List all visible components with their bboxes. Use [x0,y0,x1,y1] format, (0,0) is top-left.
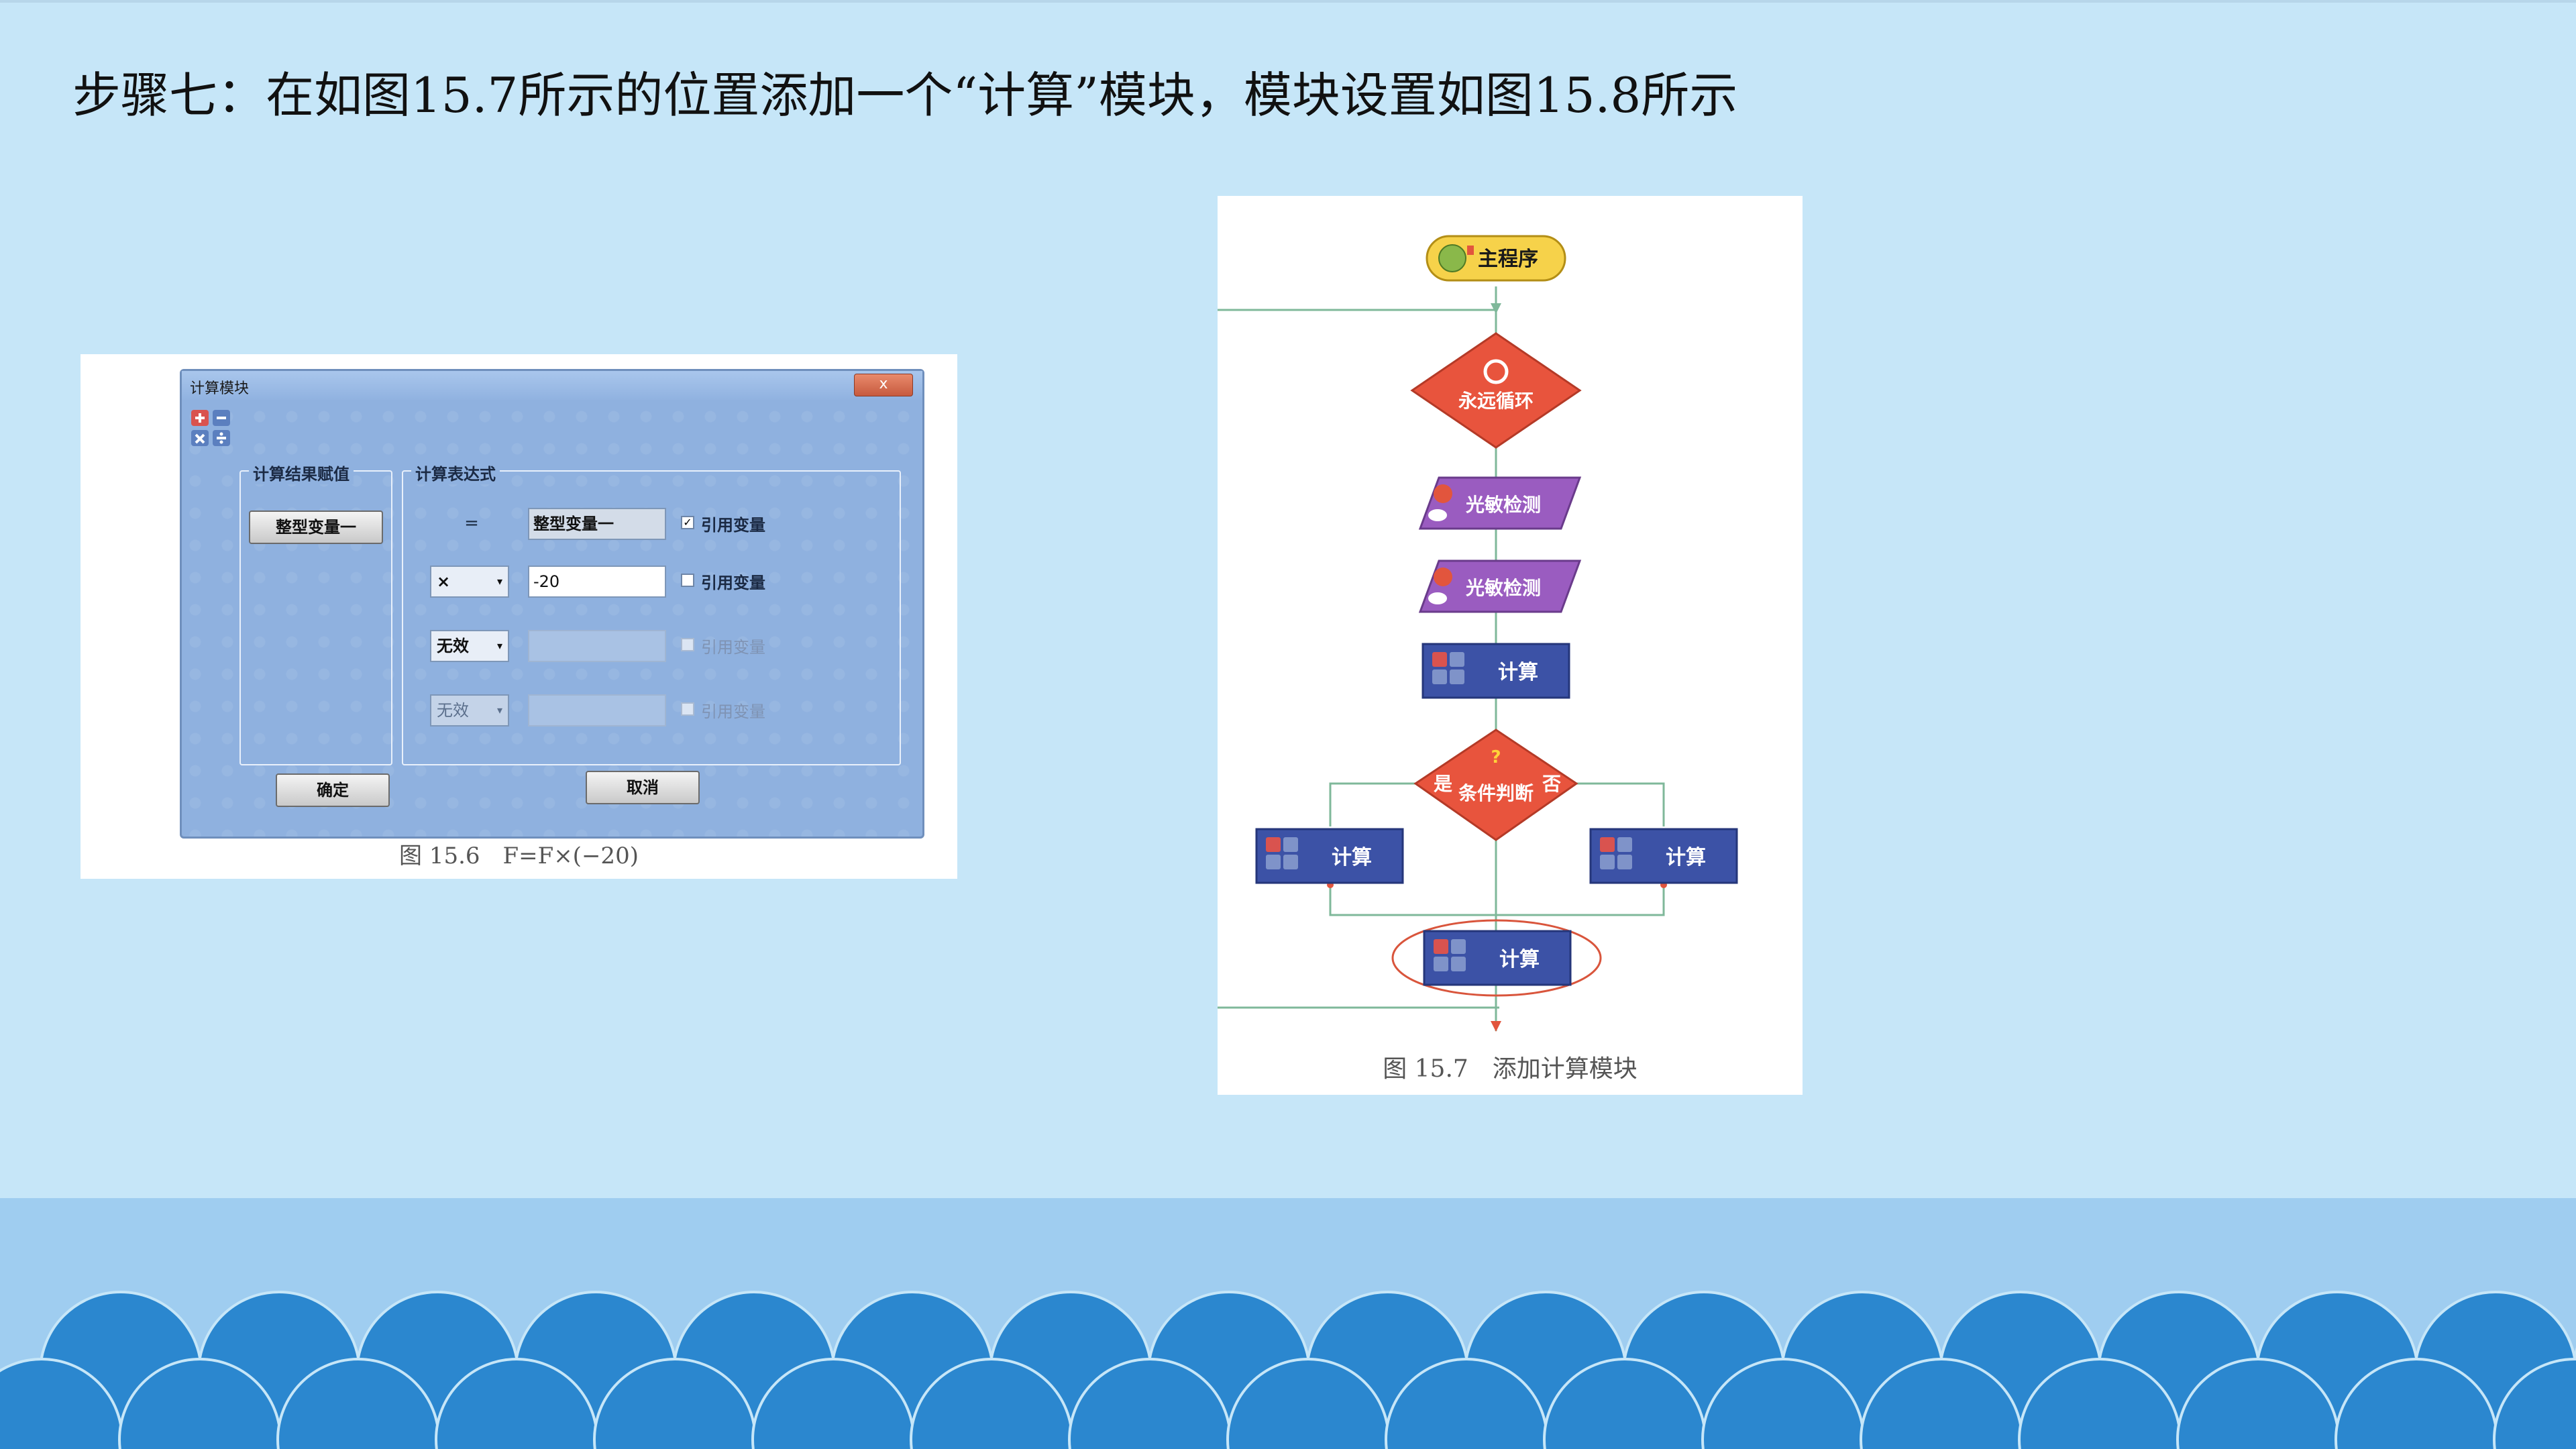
highlight-ellipse [1391,919,1602,997]
ok-button[interactable]: 确定 [276,773,390,807]
expr-operand-1: 整型变量一 [528,508,666,540]
figure-15-7: 主程序 永远循环 光敏检测 光敏检测 [1218,196,1803,1095]
loop-icon [1483,359,1509,384]
cond-label: 条件判断 [1458,782,1534,804]
sensor-icon [1434,568,1452,586]
calc-left-label: 计算 [1332,846,1372,869]
expr-operand-4 [528,694,666,727]
calc-right-label: 计算 [1666,846,1706,869]
calc-block-1[interactable]: 计算 [1421,643,1570,699]
dropdown-caret-icon: ▾ [496,704,502,716]
end-arrow-icon [1491,1021,1501,1032]
ref-var-checkbox-4 [681,702,694,716]
eye-icon [1428,509,1447,521]
light-sensor-block-1[interactable]: 光敏检测 [1418,476,1582,530]
expression-group-label: 计算表达式 [411,461,500,484]
ref-var-label-4: 引用变量 [701,702,765,721]
figure-15-7-caption: 图 15.7 添加计算模块 [1383,1055,1638,1083]
yes-label: 是 [1434,773,1452,795]
result-assignment-group: 计算结果赋值 整型变量一 [239,461,392,765]
calc-block-added[interactable]: 计算 [1391,919,1602,997]
operator-value-2: × [437,572,451,591]
merge-line [1329,883,1665,916]
start-label: 主程序 [1478,248,1538,271]
sensor2-label: 光敏检测 [1465,577,1541,599]
figure-15-6-caption: 图 15.6 F=F×(−20) [399,843,639,869]
result-variable-button[interactable]: 整型变量一 [249,511,383,544]
ref-var-checkbox-1[interactable]: ✓ [681,516,694,529]
operator-value-3: 无效 [437,637,469,655]
ref-var-label-3: 引用变量 [701,638,765,657]
top-border-line [0,0,2576,3]
dialog-titlebar: 计算模块 x [182,371,922,400]
operator-value-4: 无效 [437,701,469,720]
calculator-icon [1266,837,1281,852]
cancel-button[interactable]: 取消 [586,771,700,804]
calc-module-dialog: 计算模块 x 计算结果赋值 整型变量一 计算表达式 = 整型变量一 ✓ 引用变量 [180,369,924,839]
flag-icon [1467,246,1474,255]
dropdown-caret-icon: ▾ [496,575,502,588]
expr-operand-2[interactable]: -20 [528,566,666,598]
wave-scallop [2493,1358,2576,1449]
sensor-icon [1434,484,1452,503]
close-button[interactable]: x [854,374,913,396]
operator-select-4: 无效 ▾ [430,694,509,727]
operator-select-3[interactable]: 无效 ▾ [430,630,509,662]
condition-block[interactable]: ? 条件判断 是 否 [1413,729,1578,841]
expression-group: 计算表达式 = 整型变量一 ✓ 引用变量 ×▾ -20 引用变量 无效▾ 引用变… [402,461,901,765]
expr-operand-3 [528,630,666,662]
calc-block-no[interactable]: 计算 [1589,828,1738,884]
wave-decoration [0,1291,2576,1449]
ref-var-checkbox-3 [681,638,694,651]
calc1-label: 计算 [1498,661,1538,684]
flowchart: 主程序 永远循环 光敏检测 光敏检测 [1218,235,1738,1032]
calc-added-label: 计算 [1499,948,1540,971]
start-block-main-program[interactable]: 主程序 [1426,235,1566,282]
figure-15-6: 计算模块 x 计算结果赋值 整型变量一 计算表达式 = 整型变量一 ✓ 引用变量 [80,354,957,879]
loop-label: 永远循环 [1458,390,1534,412]
robot-icon [1438,244,1466,272]
yes-branch-line [1329,782,1419,826]
eye-icon [1428,592,1447,604]
ref-var-checkbox-2[interactable] [681,574,694,587]
question-icon: ? [1491,747,1501,767]
calculator-icon [1432,652,1464,684]
result-group-label: 计算结果赋值 [249,461,354,484]
arrow-icon [1491,303,1501,314]
calculator-icon [1434,939,1448,954]
forever-loop-block[interactable]: 永远循环 [1410,332,1582,449]
ref-var-label-1: 引用变量 [701,516,765,535]
dialog-title: 计算模块 [190,380,250,397]
no-label: 否 [1542,773,1561,795]
light-sensor-block-2[interactable]: 光敏检测 [1418,559,1582,613]
ref-var-label-2: 引用变量 [701,574,765,592]
sensor1-label: 光敏检测 [1465,494,1541,516]
no-branch-line [1573,782,1665,826]
calculator-icon [191,410,230,446]
calculator-icon [1600,837,1615,852]
dropdown-caret-icon: ▾ [496,639,502,652]
step-heading: 步骤七：在如图15.7所示的位置添加一个“计算”模块，模块设置如图15.8所示 [72,67,1738,123]
operator-select-2[interactable]: ×▾ [430,566,509,598]
equals-sign: = [464,513,479,533]
calc-block-yes[interactable]: 计算 [1255,828,1404,884]
